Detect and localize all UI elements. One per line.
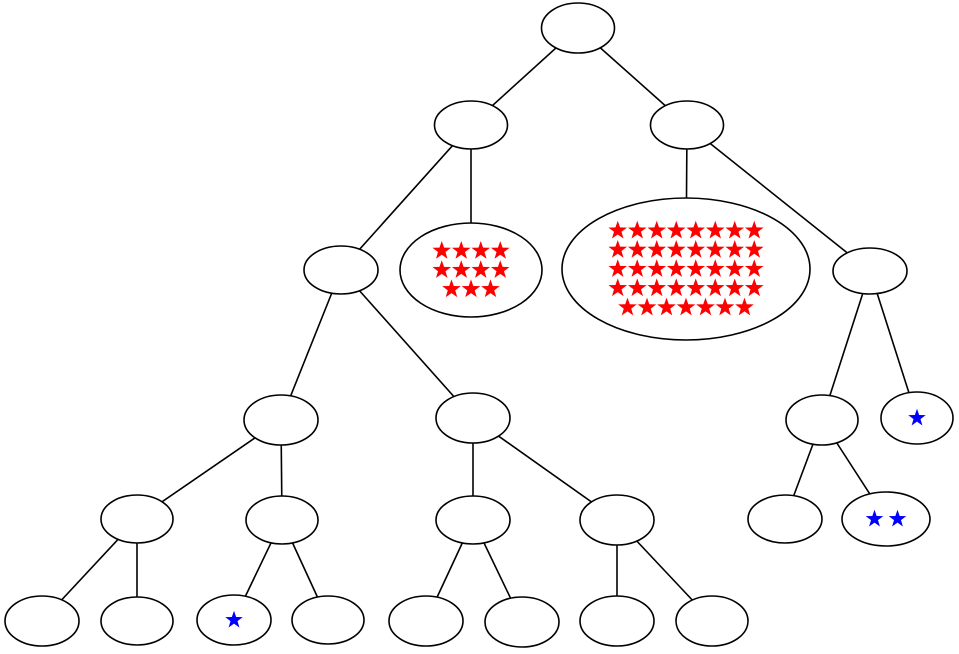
- tree-node-t: [484, 596, 560, 648]
- blue-star-icon: [888, 509, 907, 527]
- red-star-icon: [627, 278, 647, 297]
- red-star-icon: [608, 259, 628, 277]
- red-star-icon: [608, 240, 628, 258]
- red-star-icon: [686, 259, 706, 277]
- red-star-icon: [432, 260, 452, 278]
- tree-node-s: [388, 595, 464, 647]
- red-star-icon: [608, 220, 628, 239]
- tree-node-n1: [433, 100, 509, 150]
- tree-node-f: [435, 392, 511, 444]
- tree-edge-n2-d: [686, 124, 871, 272]
- tree-node-p: [100, 596, 174, 646]
- red-star-icon: [481, 279, 500, 298]
- red-star-icon: [637, 297, 657, 316]
- red-star-icon: [627, 240, 647, 258]
- red-star-icon: [657, 297, 676, 316]
- red-star-icon: [647, 278, 667, 297]
- red-star-icon: [705, 220, 725, 239]
- tree-node-n: [841, 491, 931, 547]
- red-star-icon: [442, 279, 461, 298]
- red-star-icon: [627, 220, 647, 239]
- red-star-icon: [451, 260, 471, 278]
- red-star-icon: [735, 297, 754, 316]
- red-star-icon: [725, 220, 745, 239]
- red-star-icon: [705, 259, 725, 277]
- tree-node-l: [579, 494, 655, 546]
- tree-node-a: [303, 245, 379, 295]
- red-star-icon: [608, 278, 628, 297]
- red-star-icon: [686, 240, 706, 258]
- red-star-icon: [725, 240, 745, 258]
- tree-edge-a-e: [280, 269, 342, 421]
- tree-node-i: [100, 494, 174, 544]
- red-star-icon: [451, 241, 471, 259]
- blue-star-icon: [908, 408, 926, 426]
- tree-node-u: [579, 595, 655, 647]
- red-star-icon: [686, 220, 706, 239]
- tree-node-n2: [649, 100, 725, 150]
- red-star-icon: [666, 240, 686, 258]
- red-star-icon: [686, 278, 706, 297]
- red-star-icon: [461, 279, 481, 298]
- tree-node-e: [243, 394, 319, 446]
- tree-node-root: [540, 2, 616, 54]
- red-star-icon: [666, 278, 686, 297]
- red-star-icon: [725, 278, 745, 297]
- tree-edge-n1-a: [340, 124, 472, 271]
- red-star-icon: [744, 259, 764, 277]
- red-star-icon: [627, 259, 647, 277]
- red-star-icon: [647, 240, 667, 258]
- red-star-icon: [490, 260, 510, 278]
- red-star-icon: [744, 220, 764, 239]
- red-star-icon: [705, 240, 725, 258]
- tree-node-j: [245, 495, 319, 545]
- red-star-icon: [490, 241, 510, 259]
- red-star-icon: [471, 260, 491, 278]
- red-star-icon: [666, 259, 686, 277]
- tree-node-v: [675, 595, 749, 647]
- blue-star-icon: [225, 610, 243, 628]
- tree-node-m: [747, 494, 823, 544]
- tree-node-g: [785, 394, 859, 446]
- red-star-icon: [715, 297, 735, 316]
- tree-node-b: [399, 222, 543, 318]
- red-star-icon: [471, 241, 491, 259]
- red-star-icon: [618, 297, 637, 316]
- tree-node-k: [435, 495, 511, 545]
- red-star-icon: [705, 278, 725, 297]
- red-star-icon: [647, 220, 667, 239]
- tree-node-o: [4, 595, 80, 647]
- red-star-icon: [647, 259, 667, 277]
- red-star-icon: [432, 241, 452, 259]
- tree-node-d: [832, 247, 908, 295]
- tree-node-r: [291, 595, 365, 645]
- blue-star-icon: [865, 509, 884, 527]
- tree-node-c: [561, 197, 811, 341]
- red-star-icon: [744, 240, 764, 258]
- red-star-icon: [676, 297, 696, 316]
- red-star-icon: [744, 278, 764, 297]
- tree-edge-a-f: [340, 269, 474, 419]
- red-star-icon: [696, 297, 715, 316]
- red-star-icon: [666, 220, 686, 239]
- red-star-icon: [725, 259, 745, 277]
